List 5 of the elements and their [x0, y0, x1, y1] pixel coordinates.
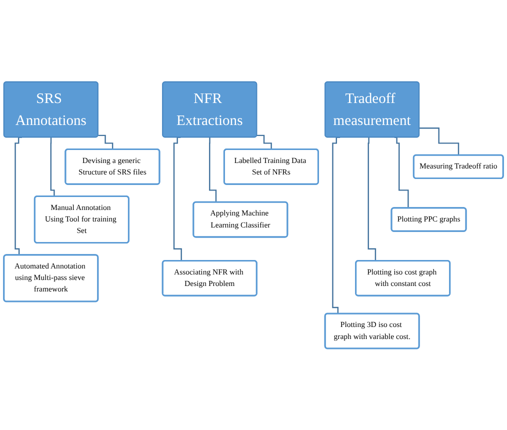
- connector: [419, 127, 460, 156]
- connector: [14, 136, 23, 256]
- connector: [256, 134, 272, 150]
- connector: [50, 136, 58, 197]
- connector: [98, 134, 114, 150]
